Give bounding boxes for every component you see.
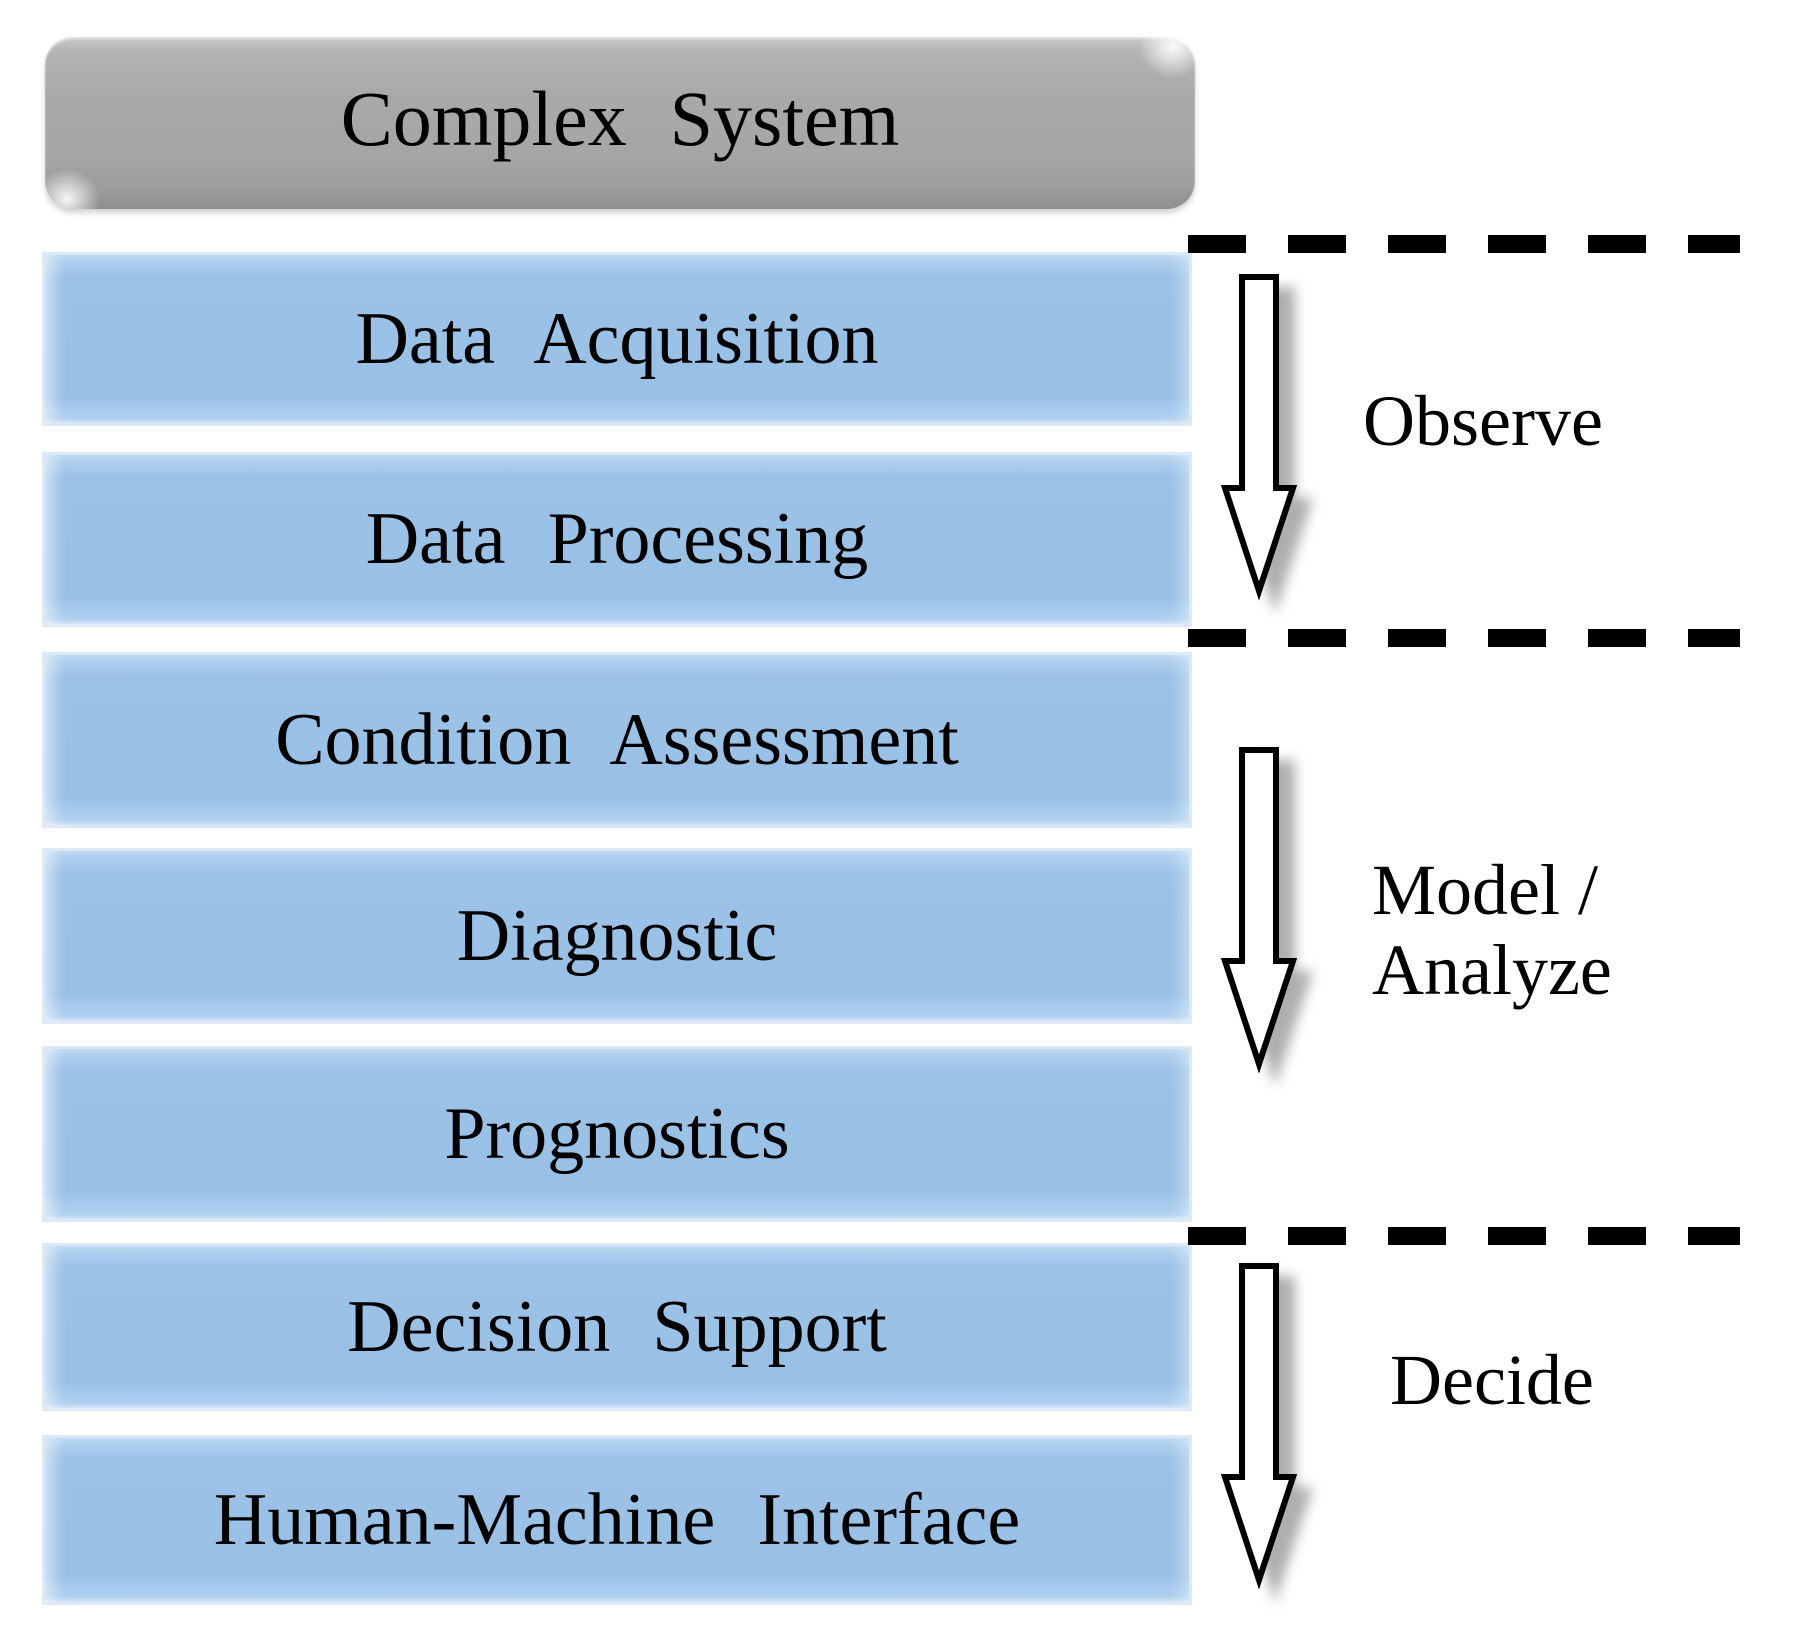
phase-label-line: Analyze [1372, 930, 1612, 1010]
phase-divider-line [1188, 629, 1740, 647]
layer-box-prognostics: Prognostics [42, 1046, 1192, 1222]
phase-label-line: Decide [1390, 1340, 1594, 1420]
phase-divider-line [1188, 1227, 1740, 1245]
down-arrow-icon [1214, 1262, 1334, 1590]
down-arrow-icon [1214, 273, 1334, 601]
layer-box-condition-assessment: Condition Assessment [42, 652, 1192, 828]
layer-box-decision-support: Decision Support [42, 1243, 1192, 1411]
layer-box-human-machine-interface: Human-Machine Interface [42, 1435, 1192, 1605]
phase-label-line: Model / [1372, 850, 1598, 930]
layer-box-data-processing: Data Processing [42, 452, 1192, 627]
phase-label-line: Observe [1363, 381, 1603, 461]
layer-label: Data Processing [365, 498, 869, 580]
down-arrow-icon [1214, 746, 1334, 1074]
complex-system-label: Complex System [340, 75, 900, 162]
layer-box-diagnostic: Diagnostic [42, 848, 1192, 1024]
phase-label-observe: Observe [1363, 381, 1603, 461]
layer-label: Data Acquisition [355, 297, 879, 380]
layer-label: Human-Machine Interface [213, 1478, 1021, 1561]
phase-label-model-analyze: Model / Analyze [1372, 850, 1612, 1010]
layer-box-data-acquisition: Data Acquisition [42, 252, 1192, 426]
phase-label-decide: Decide [1390, 1340, 1594, 1420]
layer-label: Condition Assessment [275, 698, 959, 781]
complex-system-box: Complex System [45, 37, 1195, 209]
layer-label: Prognostics [444, 1092, 790, 1175]
layer-label: Decision Support [347, 1285, 887, 1368]
phase-divider-line [1188, 235, 1740, 253]
layer-label: Diagnostic [456, 894, 778, 977]
